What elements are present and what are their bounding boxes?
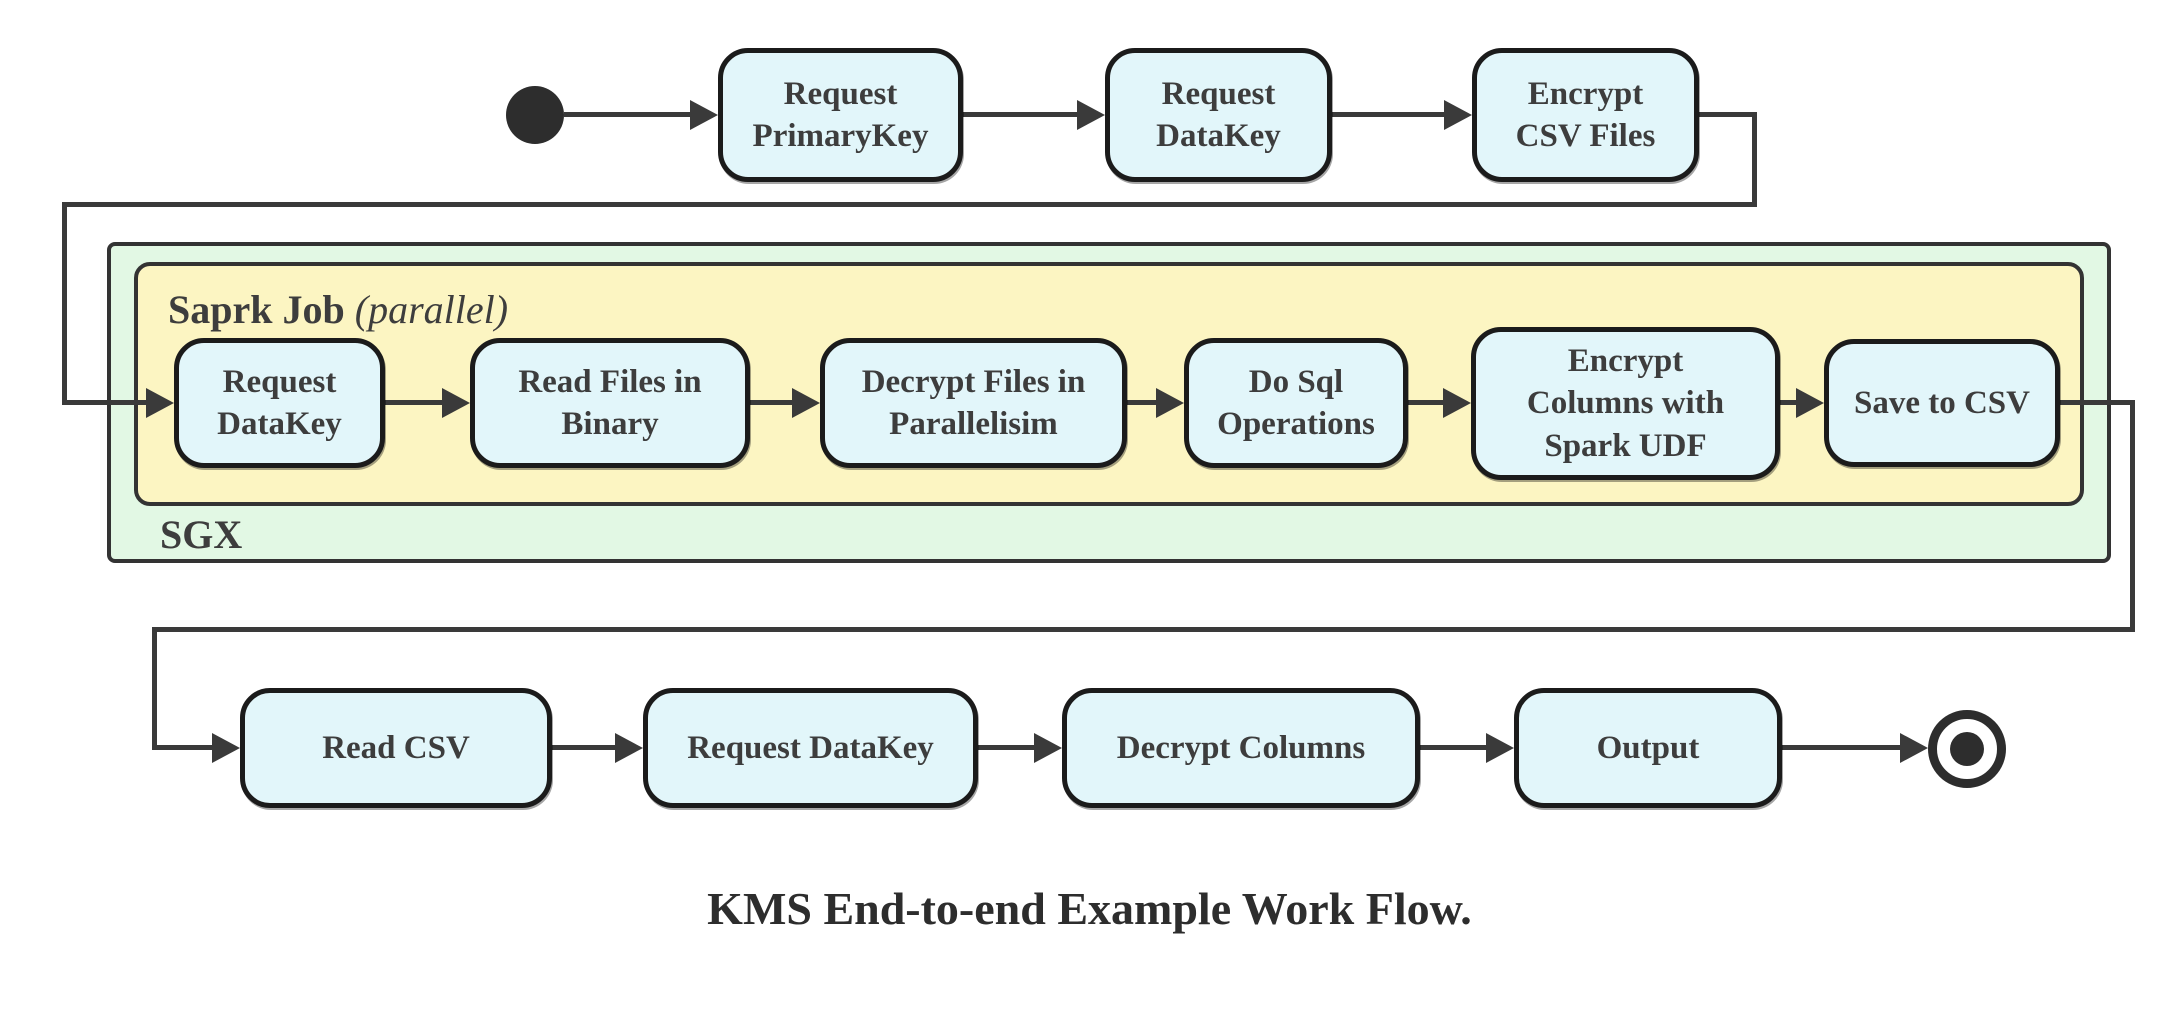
arrowhead-start-to-request-primarykey [690,100,718,130]
spark-job-label-italic: (parallel) [354,287,509,332]
edge-output-to-end [1782,745,1900,750]
node-decrypt-files-in-parallelism: Decrypt Files in Parallelisim [820,338,1127,468]
arrowhead-read-csv-to-request-datakey [615,733,643,763]
arrowhead-sql-to-encrypt-columns [1443,388,1471,418]
sgx-label: SGX [160,512,243,557]
edge-sql-to-encrypt-columns [1408,400,1443,405]
node-request-primarykey: Request PrimaryKey [718,48,963,182]
edge-read-csv-to-request-datakey [552,745,615,750]
edge-sgx-datakey-to-read-files [385,400,442,405]
edge-wrap-bottom [152,627,2135,632]
arrowhead-decrypt-columns-to-output [1486,733,1514,763]
edge-enter-sgx [62,400,146,405]
edge-save-csv-down [2130,400,2135,632]
end-state-circle [1928,710,2006,788]
edge-request-datakey-to-encrypt-csv [1332,112,1444,117]
arrowhead-request-datakey-to-encrypt-csv [1444,100,1472,130]
edge-decrypt-columns-to-output [1420,745,1486,750]
diagram-caption: KMS End-to-end Example Work Flow. [707,883,1472,934]
arrowhead-request-datakey-to-decrypt-columns [1034,733,1062,763]
edge-request-primarykey-to-request-datakey [963,112,1077,117]
arrowhead-output-to-end [1900,733,1928,763]
start-state-circle [506,86,564,144]
edge-wrap-left [62,202,1757,207]
arrowhead-request-primarykey-to-request-datakey [1077,100,1105,130]
edge-encrypt-csv-exit [1699,112,1757,117]
edge-start-to-request-primarykey [564,112,690,117]
node-output: Output [1514,688,1782,808]
arrowhead-sgx-datakey-to-read-files [442,388,470,418]
node-request-datakey-bottom: Request DataKey [643,688,978,808]
spark-job-label: Saprk Job (parallel) [168,288,508,332]
edge-save-csv-exit [2060,400,2135,405]
arrowhead-read-files-to-decrypt-files [792,388,820,418]
edge-encrypt-csv-down [1752,112,1757,207]
edge-request-datakey-to-decrypt-columns [978,745,1034,750]
spark-job-label-bold: Saprk Job [168,287,345,332]
node-encrypt-columns-spark-udf: Encrypt Columns with Spark UDF [1471,327,1780,480]
edge-wrap-down-to-read-csv [152,627,157,750]
node-save-to-csv: Save to CSV [1824,339,2060,467]
end-state-inner-dot [1950,732,1984,766]
node-encrypt-csv-files: Encrypt CSV Files [1472,48,1699,182]
node-do-sql-operations: Do Sql Operations [1184,338,1408,468]
node-read-csv: Read CSV [240,688,552,808]
node-read-files-in-binary: Read Files in Binary [470,338,750,468]
arrowhead-enter-read-csv [212,733,240,763]
arrowhead-decrypt-files-to-sql [1156,388,1184,418]
node-sgx-request-datakey: Request DataKey [174,338,385,468]
arrowhead-encrypt-columns-to-save-csv [1796,388,1824,418]
edge-wrap-down-into-sgx [62,202,67,405]
edge-enter-read-csv [152,745,212,750]
edge-encrypt-columns-to-save-csv [1780,400,1796,405]
edge-decrypt-files-to-sql [1127,400,1156,405]
edge-read-files-to-decrypt-files [750,400,792,405]
node-decrypt-columns: Decrypt Columns [1062,688,1420,808]
node-request-datakey-top: Request DataKey [1105,48,1332,182]
arrowhead-enter-sgx [146,388,174,418]
